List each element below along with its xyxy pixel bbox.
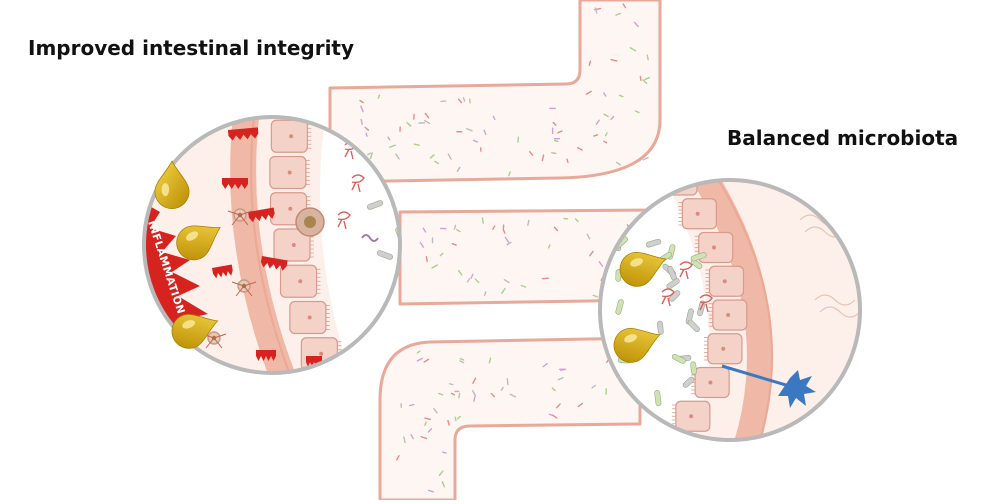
cell-nucleus bbox=[689, 414, 693, 418]
epithelial-cell bbox=[281, 265, 321, 297]
heading-improved-intestinal-integrity: Improved intestinal integrity bbox=[28, 36, 354, 60]
epithelial-cell bbox=[314, 374, 354, 406]
bacteria-dash bbox=[485, 292, 486, 295]
cell-nucleus bbox=[332, 388, 336, 392]
bacteria-dash bbox=[414, 144, 419, 145]
cell-nucleus bbox=[319, 352, 323, 356]
cell-nucleus bbox=[696, 212, 700, 216]
bacteria-dash bbox=[443, 452, 446, 453]
bacterium-icon bbox=[690, 362, 697, 375]
epithelial-cell bbox=[705, 266, 743, 296]
oil-drop-highlight bbox=[162, 183, 170, 196]
bacteria-dash bbox=[450, 384, 453, 385]
bacteria-dash bbox=[543, 278, 549, 279]
epithelial-cell bbox=[271, 120, 311, 152]
epithelial-cell bbox=[672, 401, 710, 431]
intestine-bottom-segment bbox=[380, 338, 640, 500]
bacteria-dash bbox=[647, 55, 648, 59]
epithelial-cell bbox=[704, 334, 742, 364]
cell-nucleus bbox=[288, 171, 292, 175]
bacteria-dash bbox=[459, 393, 460, 397]
cell-body bbox=[652, 435, 686, 465]
cell-nucleus bbox=[308, 316, 312, 320]
heading-balanced-microbiota: Balanced microbiota bbox=[727, 126, 958, 150]
bacteria-dash bbox=[555, 140, 558, 141]
cell-body bbox=[314, 374, 350, 406]
epithelial-cell bbox=[709, 300, 747, 330]
cell-nucleus bbox=[723, 279, 727, 283]
cell-nucleus bbox=[298, 279, 302, 283]
bacteria-dash bbox=[410, 405, 414, 406]
epithelial-cell bbox=[648, 435, 686, 465]
bacteria-dash bbox=[426, 257, 427, 262]
cell-nucleus bbox=[721, 347, 725, 351]
bacteria-dash bbox=[455, 417, 456, 420]
cell-body bbox=[274, 84, 310, 116]
cell-nucleus bbox=[712, 246, 716, 250]
epithelial-cell bbox=[290, 302, 330, 334]
cell-nucleus bbox=[666, 448, 670, 452]
cell-nucleus bbox=[726, 313, 730, 317]
highlighted-cell-nucleus bbox=[304, 216, 316, 228]
bacteria-dash bbox=[552, 153, 556, 154]
cell-nucleus bbox=[288, 207, 292, 211]
epithelial-cell bbox=[270, 157, 310, 189]
epithelial-cell bbox=[274, 84, 314, 116]
bacteria-dash bbox=[366, 133, 367, 136]
cell-nucleus bbox=[676, 178, 680, 182]
epithelial-cell bbox=[678, 199, 716, 229]
intestine-top-segment bbox=[330, 0, 660, 182]
bacteria-dash bbox=[528, 220, 529, 225]
bacteria-dash bbox=[507, 379, 508, 385]
bacteria-dash bbox=[640, 77, 641, 81]
cell-nucleus bbox=[289, 134, 293, 138]
bacteria-dash bbox=[567, 159, 568, 162]
bacteria-dash bbox=[482, 218, 483, 223]
cell-nucleus bbox=[708, 381, 712, 385]
cell-nucleus bbox=[292, 98, 296, 102]
bacterium-icon bbox=[657, 321, 664, 335]
cell-nucleus bbox=[292, 243, 296, 247]
